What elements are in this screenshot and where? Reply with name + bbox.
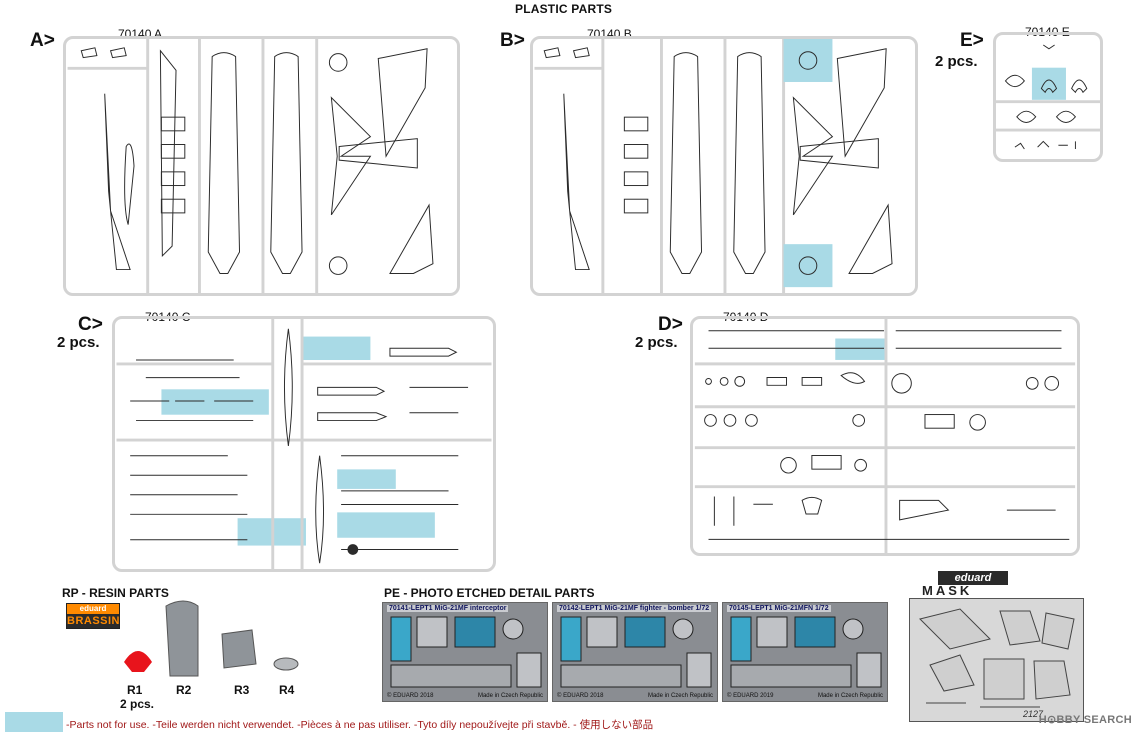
mask-logo: eduard: [938, 571, 1008, 585]
sprue-c-parts: [116, 319, 492, 569]
mask-sheet: [909, 598, 1084, 722]
sprue-b-parts: [534, 39, 893, 293]
resin-part-r1: [124, 651, 152, 672]
pe-sheet-3-name: 70145-LEPT1 MiG-21MFN 1/72: [727, 605, 831, 612]
sprue-b-frame: [530, 36, 918, 296]
pe-sheet-1-copyright: © EDUARD 2018: [387, 693, 434, 699]
pe-sheet-3-origin: Made in Czech Republic: [817, 693, 883, 699]
sprue-a-parts: [67, 39, 434, 293]
sprue-d-parts: [694, 319, 1076, 553]
pe-section-title: PE - PHOTO ETCHED DETAIL PARTS: [384, 586, 595, 600]
resin-label-r3: R3: [234, 683, 250, 697]
resin-part-r2: [165, 600, 199, 677]
brassin-logo: eduard BRASSIN: [66, 603, 120, 629]
sprue-d-qty: 2 pcs.: [635, 334, 678, 351]
resin-part-r4: [273, 657, 299, 671]
sprue-c-frame: [112, 316, 496, 572]
resin-section-title: RP - RESIN PARTS: [62, 586, 169, 600]
page-title: PLASTIC PARTS: [515, 2, 613, 16]
pe-sheet-1-name: 70141-LEPT1 MiG-21MF interceptor: [387, 605, 509, 612]
resin-qty-r1: 2 pcs.: [120, 697, 155, 711]
sprue-d-letter: D>: [658, 314, 683, 335]
mask-title: MASK: [922, 583, 973, 598]
sprue-e-frame: [993, 32, 1103, 162]
pe-sheet-3: 70145-LEPT1 MiG-21MFN 1/72 © EDUARD 2019…: [722, 602, 888, 702]
brassin-logo-bottom: BRASSIN: [67, 614, 121, 628]
sprue-a-frame: [63, 36, 460, 296]
pe-sheet-2-copyright: © EDUARD 2018: [557, 693, 604, 699]
watermark: H⊙BBY SEARCH: [1038, 714, 1132, 726]
pe-sheet-2-name: 70142-LEPT1 MiG-21MF fighter - bomber 1/…: [557, 605, 712, 612]
resin-label-r2: R2: [176, 683, 192, 697]
pe-sheet-1: 70141-LEPT1 MiG-21MF interceptor © EDUAR…: [382, 602, 548, 702]
not-for-use-swatch: [5, 712, 63, 732]
pe-sheet-3-copyright: © EDUARD 2019: [727, 693, 774, 699]
sprue-e-qty: 2 pcs.: [935, 53, 978, 70]
pe-sheet-2-detail: [560, 616, 712, 688]
mask-number: 2127: [1023, 709, 1044, 719]
pe-sheet-3-detail: [730, 616, 882, 688]
sprue-b-letter: B>: [500, 30, 525, 51]
pe-sheet-2-origin: Made in Czech Republic: [647, 693, 713, 699]
sprue-e-letter: E>: [960, 30, 984, 51]
brassin-logo-top: eduard: [67, 604, 119, 614]
sprue-c-letter: C>: [78, 314, 103, 335]
sprue-c-qty: 2 pcs.: [57, 334, 100, 351]
not-for-use-legend: -Parts not for use. -Teile werden nicht …: [66, 719, 654, 731]
resin-part-r3: [221, 629, 257, 669]
resin-label-r4: R4: [279, 683, 295, 697]
resin-parts-drawing: [124, 600, 299, 677]
sprue-a-letter: A>: [30, 30, 55, 51]
resin-label-r1: R1: [127, 683, 143, 697]
mask-sheet-detail: [919, 608, 1075, 708]
pe-sheet-1-origin: Made in Czech Republic: [477, 693, 543, 699]
pe-sheet-1-detail: [390, 616, 542, 688]
sprue-e-parts: [996, 44, 1100, 150]
pe-sheet-2: 70142-LEPT1 MiG-21MF fighter - bomber 1/…: [552, 602, 718, 702]
sprue-d-frame: [690, 316, 1080, 556]
